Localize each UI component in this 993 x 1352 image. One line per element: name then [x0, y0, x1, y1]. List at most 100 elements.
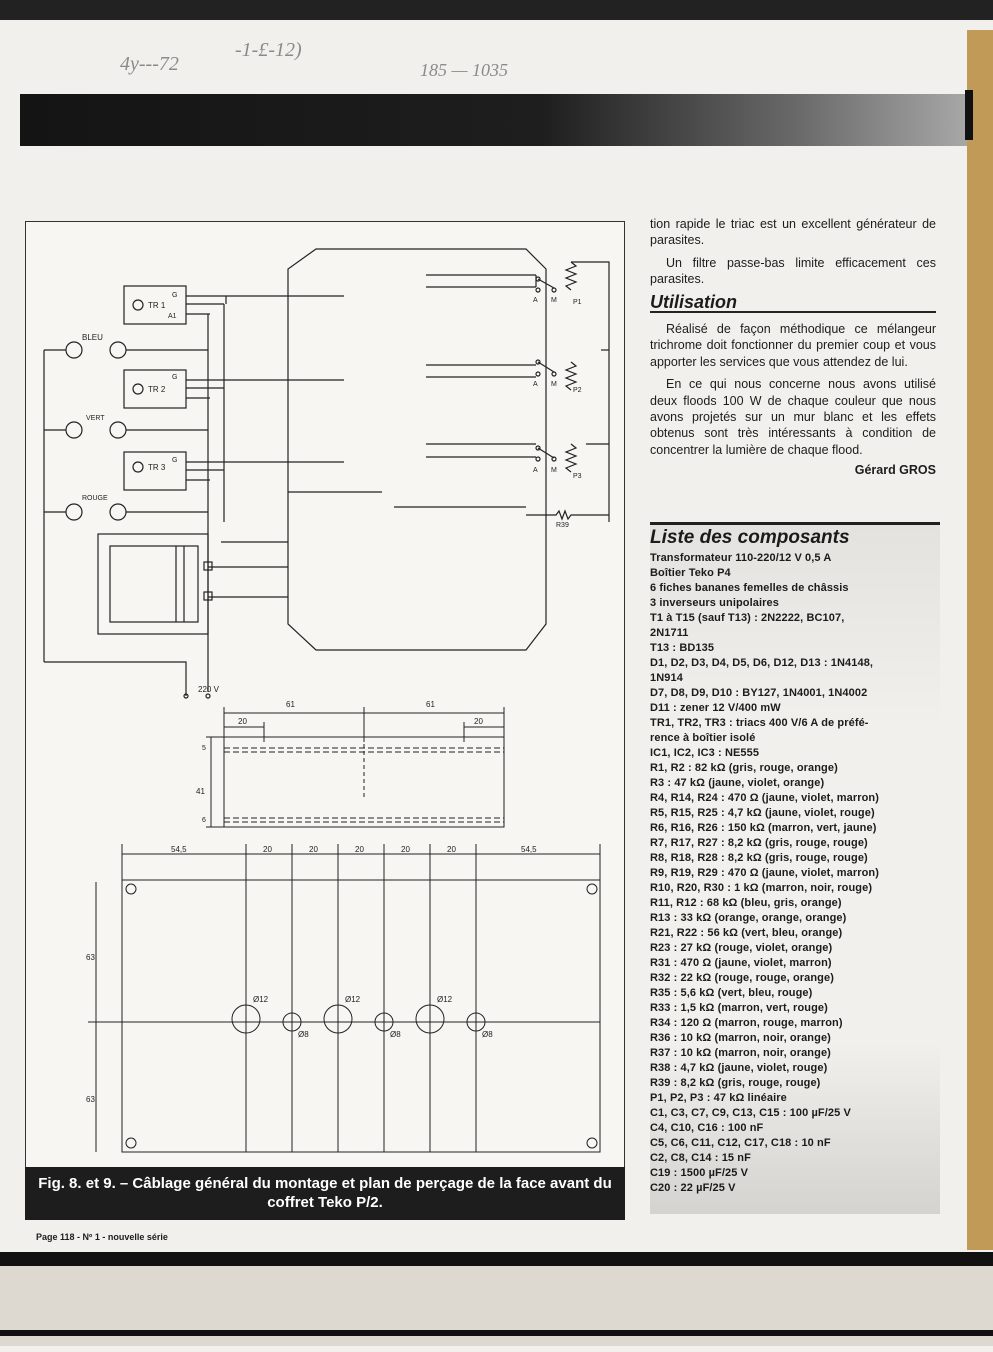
paragraph-4: En ce qui nous concerne nous avons utili…	[650, 377, 936, 457]
paragraph-1: tion rapide le triac est un excellent gé…	[650, 217, 936, 248]
component-item: D7, D8, D9, D10 : BY127, 1N4001, 1N4002	[650, 687, 868, 699]
heading-utilisation: Utilisation	[650, 292, 936, 314]
component-item: R6, R16, R26 : 150 kΩ (marron, vert, jau…	[650, 822, 877, 834]
svg-text:20: 20	[238, 717, 247, 726]
resistor-r39: R39	[526, 509, 609, 529]
svg-text:63: 63	[86, 953, 95, 962]
svg-text:Ø12: Ø12	[345, 995, 361, 1004]
svg-text:ROUGE: ROUGE	[82, 495, 108, 502]
pcb-outline	[287, 248, 547, 651]
svg-text:TR 2: TR 2	[148, 385, 166, 394]
text-column: tion rapide le triac est un excellent gé…	[650, 216, 936, 479]
svg-text:G: G	[172, 374, 177, 381]
lamp-vert: VERT	[65, 415, 127, 439]
page-edge	[967, 30, 993, 1250]
svg-text:TR 3: TR 3	[148, 463, 166, 472]
svg-text:G: G	[172, 292, 177, 299]
switch-pot-2: A M P2	[426, 349, 609, 394]
svg-text:Ø8: Ø8	[482, 1030, 493, 1039]
svg-text:M: M	[551, 467, 557, 474]
component-item: TR1, TR2, TR3 : triacs 400 V/6 A de préf…	[650, 717, 869, 729]
components-box: Liste des composants Transformateur 110-…	[650, 522, 940, 1214]
svg-text:TR 1: TR 1	[148, 301, 166, 310]
component-item: R36 : 10 kΩ (marron, noir, orange)	[650, 1032, 831, 1044]
svg-text:R39: R39	[556, 522, 569, 529]
svg-text:20: 20	[309, 845, 318, 854]
component-item: R8, R18, R28 : 8,2 kΩ (gris, rouge, roug…	[650, 852, 868, 864]
svg-text:20: 20	[474, 717, 483, 726]
triac-tr2: TR 2 G	[123, 369, 187, 409]
switch-pot-1: A M P1	[426, 261, 610, 432]
component-item: R1, R2 : 82 kΩ (gris, rouge, orange)	[650, 762, 838, 774]
svg-text:P3: P3	[573, 473, 582, 480]
triac-tr3: TR 3 G	[123, 451, 187, 491]
svg-text:20: 20	[401, 845, 410, 854]
svg-text:20: 20	[447, 845, 456, 854]
paragraph-3: Réalisé de façon méthodique ce mélangeur…	[650, 322, 936, 369]
svg-text:63: 63	[86, 1095, 95, 1104]
scribble-1: 4y---72	[120, 53, 179, 75]
svg-text:220 V: 220 V	[198, 685, 220, 694]
svg-text:A: A	[533, 381, 538, 388]
component-item: 1N914	[650, 672, 683, 684]
svg-text:41: 41	[196, 787, 205, 796]
svg-text:G: G	[172, 457, 177, 464]
component-item: R39 : 8,2 kΩ (gris, rouge, rouge)	[650, 1077, 821, 1089]
component-item: D11 : zener 12 V/400 mW	[650, 702, 781, 714]
svg-text:61: 61	[426, 700, 435, 709]
component-item: P1, P2, P3 : 47 kΩ linéaire	[650, 1092, 787, 1104]
svg-text:Ø12: Ø12	[253, 995, 269, 1004]
svg-text:A: A	[533, 467, 538, 474]
svg-text:A: A	[533, 297, 538, 304]
component-item: 6 fiches bananes femelles de châssis	[650, 582, 849, 594]
component-item: 3 inverseurs unipolaires	[650, 597, 779, 609]
svg-text:20: 20	[355, 845, 364, 854]
svg-text:Ø8: Ø8	[298, 1030, 309, 1039]
component-item: R33 : 1,5 kΩ (marron, vert, rouge)	[650, 1002, 828, 1014]
scribble-3: 185 — 1035	[420, 60, 508, 80]
component-item: R38 : 4,7 kΩ (jaune, violet, rouge)	[650, 1062, 828, 1074]
component-item: R34 : 120 Ω (marron, rouge, marron)	[650, 1017, 843, 1029]
component-item: R32 : 22 kΩ (rouge, rouge, orange)	[650, 972, 834, 984]
component-item: R10, R20, R30 : 1 kΩ (marron, noir, roug…	[650, 882, 873, 894]
svg-text:61: 61	[286, 700, 295, 709]
component-item: R37 : 10 kΩ (marron, noir, orange)	[650, 1047, 831, 1059]
scribble-2: -1-£-12)	[235, 39, 302, 61]
component-item: R5, R15, R25 : 4,7 kΩ (jaune, violet, ro…	[650, 807, 875, 819]
component-item: R35 : 5,6 kΩ (vert, bleu, rouge)	[650, 987, 813, 999]
component-item: T1 à T15 (sauf T13) : 2N2222, BC107,	[650, 612, 845, 624]
component-item: C5, C6, C11, C12, C17, C18 : 10 nF	[650, 1137, 831, 1149]
lamp-bleu: BLEU	[65, 333, 127, 359]
page-edge-mark	[965, 90, 973, 140]
svg-text:5: 5	[202, 745, 206, 752]
component-item: C1, C3, C7, C9, C13, C15 : 100 µF/25 V	[650, 1107, 851, 1119]
svg-text:A1: A1	[168, 313, 177, 320]
svg-text:Ø8: Ø8	[390, 1030, 401, 1039]
component-item: C2, C8, C14 : 15 nF	[650, 1152, 751, 1164]
component-item: R4, R14, R24 : 470 Ω (jaune, violet, mar…	[650, 792, 880, 804]
page-footer: Page 118 - Nº 1 - nouvelle série	[36, 1232, 168, 1242]
component-item: R31 : 470 Ω (jaune, violet, marron)	[650, 957, 832, 969]
svg-text:6: 6	[202, 817, 206, 824]
schematic-drawing: TR 1 G A1 TR 2 G TR 3 G BLEU	[43, 248, 610, 1153]
component-item: 2N1711	[650, 627, 689, 639]
figure-wiring-drilling: TR 1 G A1 TR 2 G TR 3 G BLEU	[25, 221, 625, 1169]
component-item: rence à boîtier isolé	[650, 732, 756, 744]
figure-caption: Fig. 8. et 9. – Câblage général du monta…	[25, 1167, 625, 1220]
component-item: IC1, IC2, IC3 : NE555	[650, 747, 760, 759]
component-item: D1, D2, D3, D4, D5, D6, D12, D13 : 1N414…	[650, 657, 874, 669]
svg-text:M: M	[551, 381, 557, 388]
component-item: T13 : BD135	[650, 642, 715, 654]
component-item: C19 : 1500 µF/25 V	[650, 1167, 749, 1179]
component-item: R23 : 27 kΩ (rouge, violet, orange)	[650, 942, 833, 954]
component-item: R3 : 47 kΩ (jaune, violet, orange)	[650, 777, 825, 789]
triac-tr1: TR 1 G A1	[123, 285, 187, 325]
component-item: C20 : 22 µF/25 V	[650, 1182, 736, 1194]
svg-text:P1: P1	[573, 299, 582, 306]
component-item: Transformateur 110-220/12 V 0,5 A	[650, 552, 832, 564]
header-banner	[20, 94, 970, 146]
svg-text:20: 20	[263, 845, 272, 854]
component-item: R11, R12 : 68 kΩ (bleu, gris, orange)	[650, 897, 842, 909]
component-item: C4, C10, C16 : 100 nF	[650, 1122, 764, 1134]
